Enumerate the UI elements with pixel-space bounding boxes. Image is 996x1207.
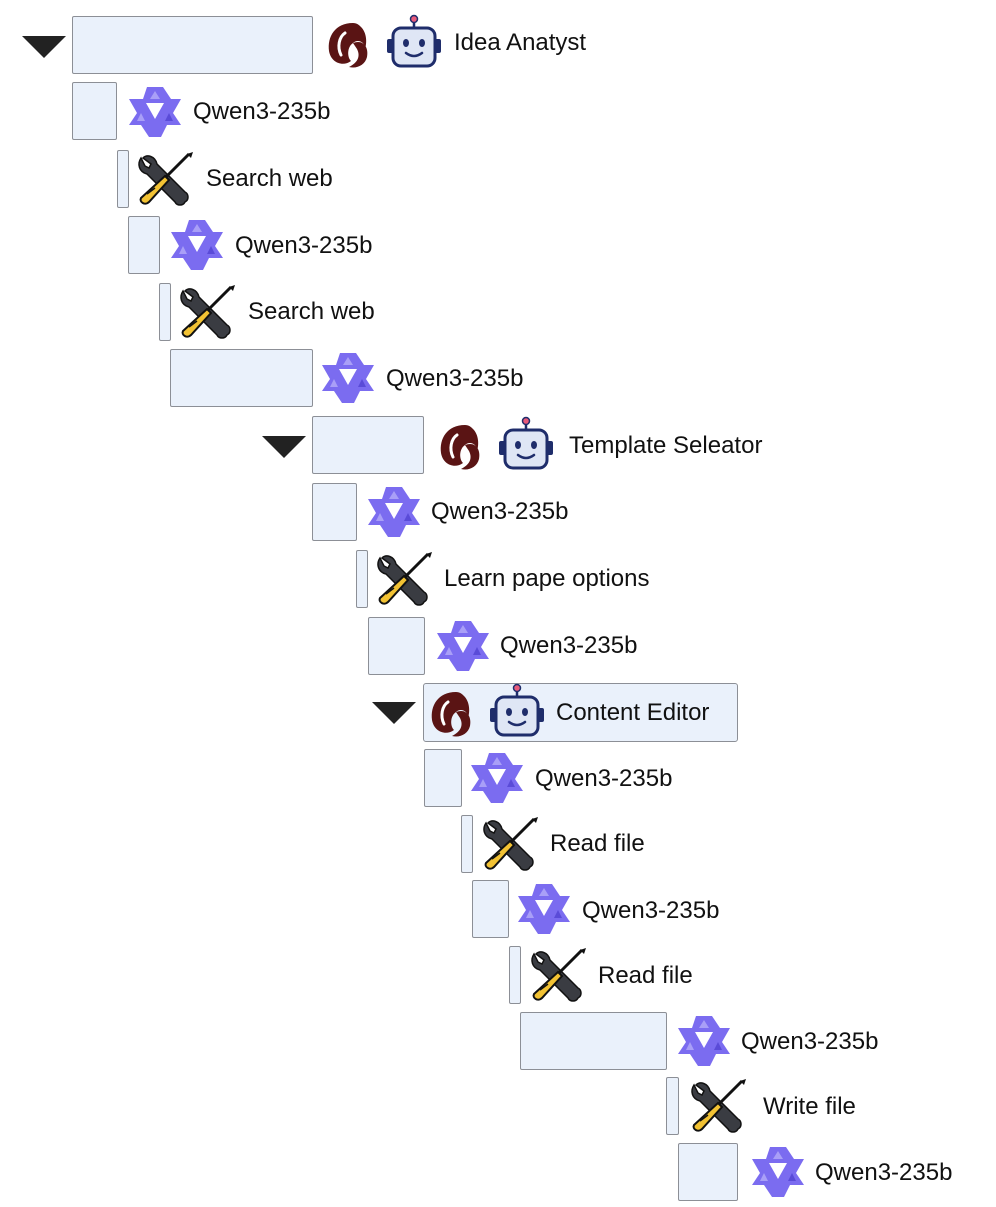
span-bar[interactable] (356, 550, 368, 608)
agent-robot-icon (490, 683, 544, 737)
camel-logo-icon (328, 23, 368, 68)
llm-label: Qwen3-235b (582, 897, 720, 924)
llm-label: Qwen3-235b (431, 498, 569, 525)
span-bar[interactable] (117, 150, 129, 208)
llm-label: Qwen3-235b (500, 632, 638, 659)
tool-label: Search web (248, 298, 375, 325)
wrench-screwdriver-icon (531, 948, 586, 1002)
span-bar[interactable] (312, 483, 357, 541)
span-bar[interactable] (424, 749, 462, 807)
span-bar[interactable] (678, 1143, 738, 1201)
qwen-logo-icon (518, 884, 570, 934)
tool-label: Write file (763, 1093, 856, 1120)
llm-label: Qwen3-235b (535, 765, 673, 792)
agent-label: Content Editor (556, 699, 710, 726)
qwen-logo-icon (368, 487, 420, 537)
span-bar[interactable] (312, 416, 424, 474)
qwen-logo-icon (171, 220, 223, 270)
span-bar[interactable] (128, 216, 160, 274)
qwen-logo-icon (678, 1016, 730, 1066)
tool-label: Learn pape options (444, 565, 650, 592)
span-bar[interactable] (159, 283, 171, 341)
span-bar[interactable] (72, 82, 117, 140)
wrench-screwdriver-icon (377, 552, 432, 606)
collapse-caret[interactable] (372, 702, 416, 724)
llm-label: Qwen3-235b (193, 98, 331, 125)
tool-label: Read file (598, 962, 693, 989)
llm-label: Qwen3-235b (386, 365, 524, 392)
collapse-caret[interactable] (262, 436, 306, 458)
wrench-screwdriver-icon (138, 152, 193, 206)
wrench-screwdriver-icon (483, 817, 538, 871)
wrench-screwdriver-icon (691, 1079, 746, 1133)
qwen-logo-icon (322, 353, 374, 403)
collapse-caret[interactable] (22, 36, 66, 58)
span-bar[interactable] (368, 617, 425, 675)
span-bar[interactable] (170, 349, 313, 407)
span-bar[interactable] (461, 815, 473, 873)
qwen-logo-icon (752, 1147, 804, 1197)
qwen-logo-icon (471, 753, 523, 803)
qwen-logo-icon (437, 621, 489, 671)
agent-label: Template Seleator (569, 432, 763, 459)
llm-label: Qwen3-235b (815, 1159, 953, 1186)
span-bar[interactable] (72, 16, 313, 74)
tool-label: Search web (206, 165, 333, 192)
agent-robot-icon (499, 416, 553, 470)
tool-label: Read file (550, 830, 645, 857)
agent-label: Idea Anatyst (454, 29, 587, 56)
llm-label: Qwen3-235b (235, 232, 373, 259)
span-bar[interactable] (472, 880, 509, 938)
span-bar[interactable] (520, 1012, 667, 1070)
camel-logo-icon (431, 692, 471, 737)
camel-logo-icon (440, 425, 480, 470)
llm-label: Qwen3-235b (741, 1028, 879, 1055)
qwen-logo-icon (129, 87, 181, 137)
span-bar[interactable] (666, 1077, 679, 1135)
span-bar[interactable] (509, 946, 521, 1004)
agent-robot-icon (387, 14, 441, 68)
wrench-screwdriver-icon (180, 285, 235, 339)
selected-agent-row[interactable] (423, 683, 738, 742)
